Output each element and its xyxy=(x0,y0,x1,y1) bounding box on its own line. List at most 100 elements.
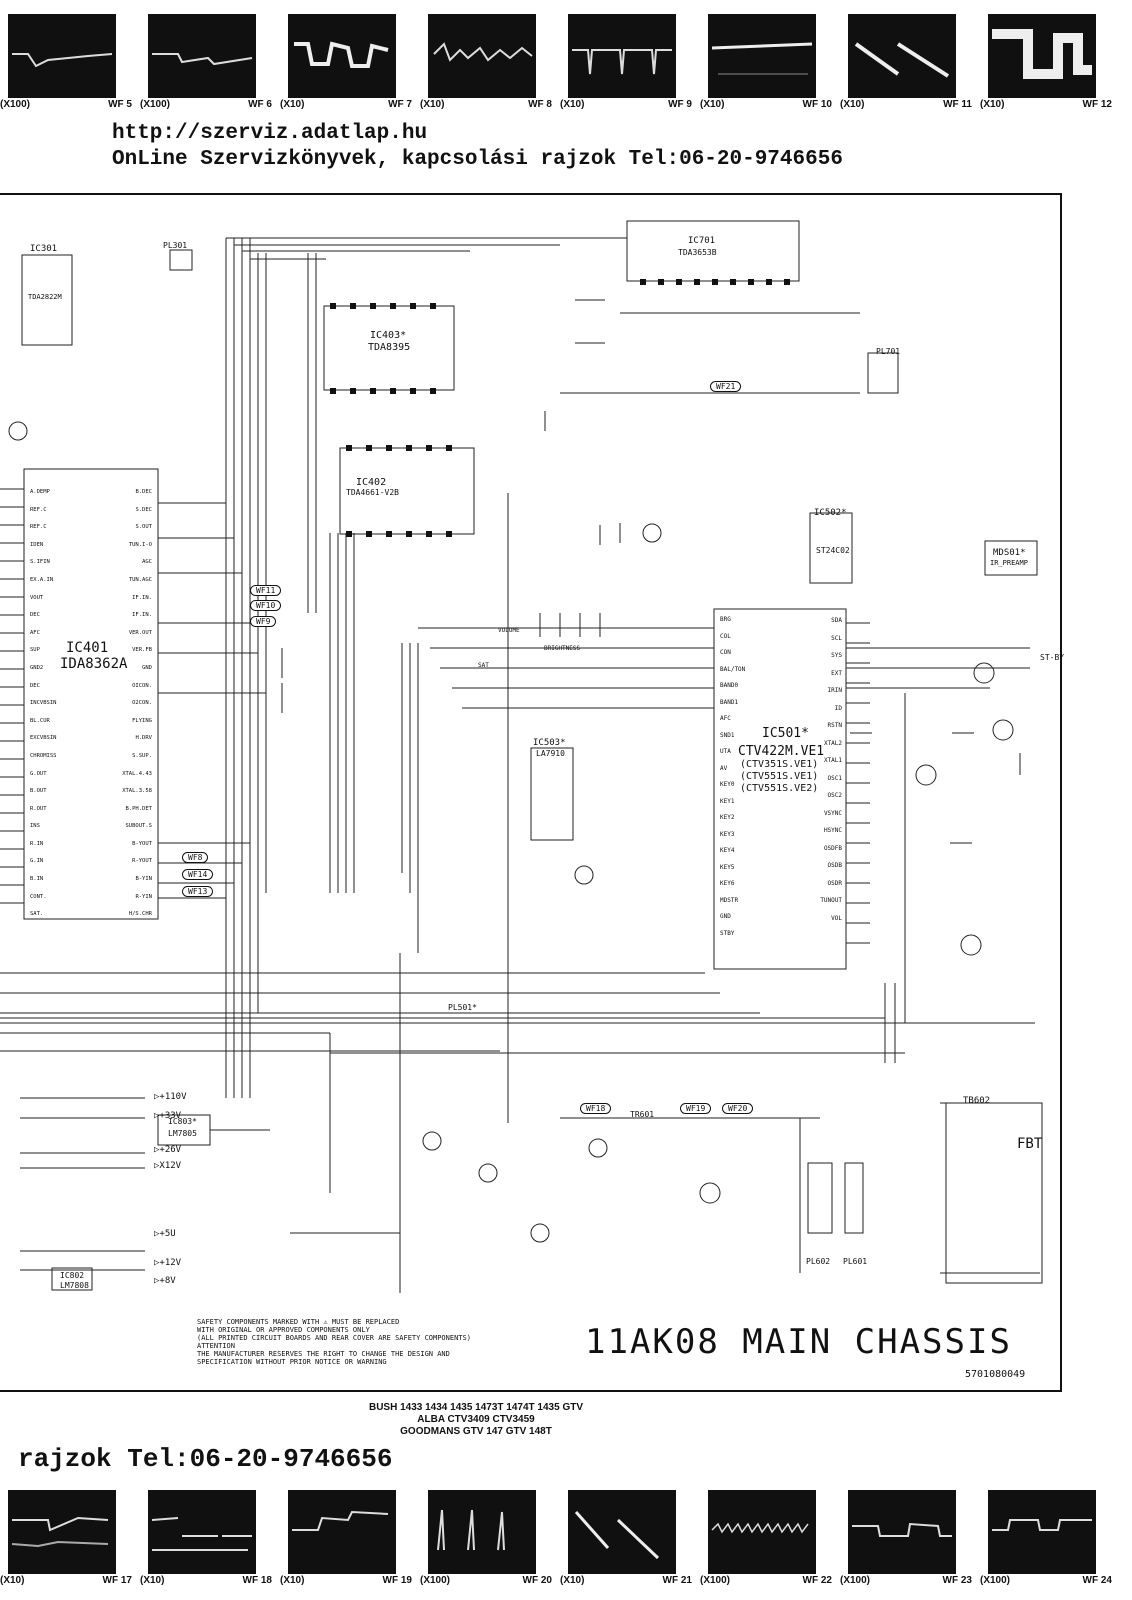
pin-label: G.IN xyxy=(30,858,44,865)
safety-note: SAFETY COMPONENTS MARKED WITH ⚠ MUST BE … xyxy=(197,1318,471,1366)
document-code: 5701080049 xyxy=(965,1369,1026,1380)
ic802-part: LM7808 xyxy=(60,1281,89,1290)
pin-label: B.DEC xyxy=(135,489,152,495)
waveform-multiplier: (X10) xyxy=(560,1575,585,1586)
wf-tag: WF13 xyxy=(182,886,214,897)
ic401-right-pins: B.DEC S.DEC S.OUT TUN.I-O AGC TUN.AGC IF… xyxy=(104,484,152,924)
waveform-panel: (X100) WF 23 xyxy=(840,1484,980,1586)
pin-label: VOUT xyxy=(30,594,44,601)
pin-label: S.DEC xyxy=(135,506,152,513)
ic701-part: TDA3653B xyxy=(678,248,717,257)
waveform-multiplier: (X10) xyxy=(980,99,1005,110)
waveform-icon xyxy=(708,14,816,98)
pin-label: SCL xyxy=(831,634,842,642)
pin-label: B.OUT xyxy=(30,788,47,795)
ic401-left-pins: A.DEMP REF.C REF.C IDEN S.IFIN EX.A.IN V… xyxy=(30,484,78,924)
pin-label: KEY3 xyxy=(720,830,735,838)
waveform-multiplier: (X100) xyxy=(980,1575,1011,1586)
pin-label: AFC xyxy=(30,629,40,636)
waveform-multiplier: (X100) xyxy=(0,99,31,110)
pl301-connector xyxy=(169,249,193,271)
ic501-label: IC501* xyxy=(762,726,809,741)
pin-label: B.PH.DET xyxy=(125,805,153,812)
pin-label: XTAL2 xyxy=(823,739,842,747)
connector-label: TB602 xyxy=(963,1096,991,1106)
pin-label: FLYING xyxy=(132,717,152,724)
pin-label: VER.OUT xyxy=(128,629,152,636)
bus-label: BRIGHTNESS xyxy=(544,645,581,652)
connector-label: TR601 xyxy=(630,1110,655,1119)
pin-label: O2CON. xyxy=(132,700,152,707)
bus-label: VOLUME xyxy=(498,627,520,634)
pin-label: G.OUT xyxy=(30,770,47,777)
ic503-body xyxy=(530,747,574,841)
pin-label: REF.C xyxy=(30,506,47,513)
rail-label: ST-BY xyxy=(1040,653,1065,662)
waveform-icon xyxy=(8,1490,116,1574)
pin-label: KEY2 xyxy=(720,814,735,821)
header-phone-line: OnLine Szervizkönyvek, kapcsolási rajzok… xyxy=(112,148,843,171)
ic403-body xyxy=(323,305,455,391)
pin-label: GND xyxy=(142,664,152,671)
waveform-label: WF 9 xyxy=(668,99,692,110)
pin-label: SUBOUT.S xyxy=(125,823,153,830)
waveform-multiplier: (X100) xyxy=(840,1575,871,1586)
ic401-part: IDA8362A xyxy=(60,656,128,672)
waveform-icon xyxy=(848,14,956,98)
waveform-multiplier: (X10) xyxy=(0,1575,25,1586)
waveform-label: WF 12 xyxy=(1082,99,1112,110)
waveform-icon xyxy=(288,1490,396,1574)
waveform-panel: (X10) WF 19 xyxy=(280,1484,420,1586)
waveform-label: WF 5 xyxy=(108,99,132,110)
model-line: BUSH 1433 1434 1435 1473T 1474T 1435 GTV xyxy=(368,1402,584,1413)
waveform-multiplier: (X10) xyxy=(700,99,725,110)
waveform-label: WF 20 xyxy=(522,1575,552,1586)
pin-label: BAL/TON xyxy=(720,665,746,673)
waveform-panel: (X100) WF 5 xyxy=(0,8,140,110)
rail-label: ▷+110V xyxy=(154,1092,187,1102)
ic301-label: IC301 xyxy=(30,244,58,254)
md501-body xyxy=(984,540,1038,576)
waveform-panel: (X100) WF 24 xyxy=(980,1484,1120,1586)
ic401-label: IC401 xyxy=(66,640,109,656)
waveform-label: WF 19 xyxy=(382,1575,412,1586)
pin-label: DEC xyxy=(30,682,40,689)
pin-label: OSC1 xyxy=(827,774,842,782)
pin-label: R.OUT xyxy=(30,805,47,812)
ic402-part: TDA4661-V2B xyxy=(346,488,399,497)
md501-part: IR_PREAMP xyxy=(990,559,1028,567)
ic402-label: IC402 xyxy=(356,477,387,488)
pin-label: OSDFB xyxy=(823,844,842,852)
connector-label: PL601 xyxy=(843,1257,868,1266)
rail-label: ▷+26V xyxy=(154,1145,182,1155)
bottom-phone-line: rajzok Tel:06-20-9746656 xyxy=(18,1444,393,1474)
waveform-icon xyxy=(568,14,676,98)
ic701-label: IC701 xyxy=(688,236,716,246)
pin-label: SND1 xyxy=(720,731,735,739)
pin-label: SUP xyxy=(30,647,40,654)
pin-label: COL xyxy=(720,632,731,640)
waveform-panel: (X10) WF 18 xyxy=(140,1484,280,1586)
waveform-panel: (X100) WF 20 xyxy=(420,1484,560,1586)
pin-label: EXCVBSIN xyxy=(30,735,57,742)
pin-label: KEY0 xyxy=(720,781,735,788)
waveform-multiplier: (X100) xyxy=(700,1575,731,1586)
waveform-label: WF 23 xyxy=(942,1575,972,1586)
pin-label: CON xyxy=(720,649,731,656)
pin-label: HSYNC xyxy=(823,827,842,834)
ic802-body xyxy=(51,1267,93,1291)
waveform-panel: (X100) WF 22 xyxy=(700,1484,840,1586)
bottom-waveform-strip: (X10) WF 17 (X10) WF 18 (X10) WF 19 (X10… xyxy=(0,1484,1132,1586)
model-line: ALBA CTV3409 CTV3459 xyxy=(417,1414,535,1425)
pin-label: CHROMISS xyxy=(30,752,57,759)
waveform-label: WF 21 xyxy=(662,1575,692,1586)
pin-label: KEY4 xyxy=(720,847,735,854)
ic803-part: LM7805 xyxy=(168,1129,197,1138)
connector-label: PL501* xyxy=(448,1003,477,1012)
ic501-variant: (CTV551S.VE2) xyxy=(740,783,819,794)
waveform-label: WF 11 xyxy=(943,99,972,110)
waveform-icon xyxy=(428,14,536,98)
waveform-label: WF 17 xyxy=(102,1575,132,1586)
pin-label: B-YOUT xyxy=(132,840,152,847)
pin-label: RSTN xyxy=(827,722,842,729)
